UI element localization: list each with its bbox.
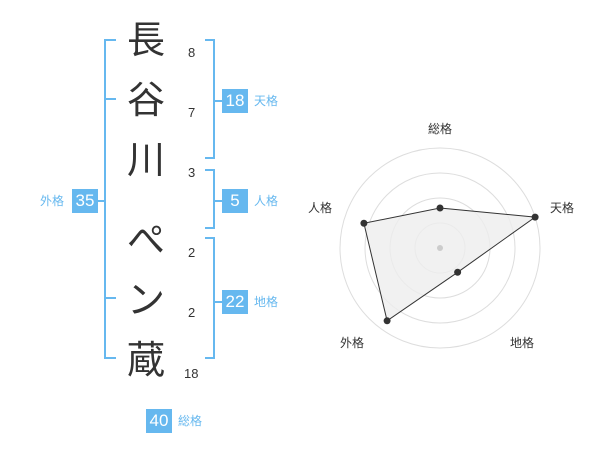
radar-ring (364, 172, 516, 324)
stroke-count-5: 2 (188, 305, 196, 320)
radar-label-tenkaku: 天格 (550, 201, 575, 215)
name-char-5: ン (126, 278, 165, 322)
radar-point (531, 213, 539, 221)
gaikaku-label: 外格 (40, 194, 65, 208)
radar-center-dot (437, 245, 443, 251)
jinkaku-bracket-line (205, 169, 215, 229)
radar-shape (363, 207, 537, 322)
stroke-count-4: 2 (188, 245, 196, 260)
soukaku-value-badge: 40 (146, 409, 172, 433)
jinkaku-value-badge: 5 (222, 189, 248, 213)
radar-ring (339, 147, 541, 349)
soukaku-label: 総格 (178, 414, 203, 428)
name-char-4: ぺ (126, 218, 165, 262)
chikaku-bracket-line (205, 237, 215, 359)
name-char-6: 蔵 (126, 338, 165, 382)
name-char-3: 川 (126, 138, 165, 182)
tenkaku-value-badge: 18 (222, 89, 248, 113)
stroke-count-2: 7 (188, 105, 196, 120)
radar-point (383, 317, 391, 325)
radar-point (360, 219, 368, 227)
chikaku-label: 地格 (254, 295, 279, 309)
stroke-count-3: 3 (188, 165, 196, 180)
radar-points (360, 204, 539, 325)
stroke-count-1: 8 (188, 45, 196, 60)
tenkaku-bracket-line (205, 39, 215, 159)
radar-label-jinkaku: 人格 (308, 201, 333, 215)
radar-point (454, 268, 462, 276)
radar-label-soukaku: 総格 (428, 122, 453, 136)
radar-label-gaikaku: 外格 (340, 336, 365, 350)
name-char-2: 谷 (126, 78, 165, 122)
gaikaku-value-badge: 35 (72, 189, 98, 213)
jinkaku-label: 人格 (254, 194, 279, 208)
stroke-count-6: 18 (184, 366, 199, 381)
chikaku-value-badge: 22 (222, 290, 248, 314)
radar-point (436, 204, 444, 212)
tenkaku-label: 天格 (254, 94, 279, 108)
name-char-1: 長 (126, 18, 165, 62)
radar-label-chikaku: 地格 (510, 336, 535, 350)
outer-bracket-line (104, 39, 116, 359)
